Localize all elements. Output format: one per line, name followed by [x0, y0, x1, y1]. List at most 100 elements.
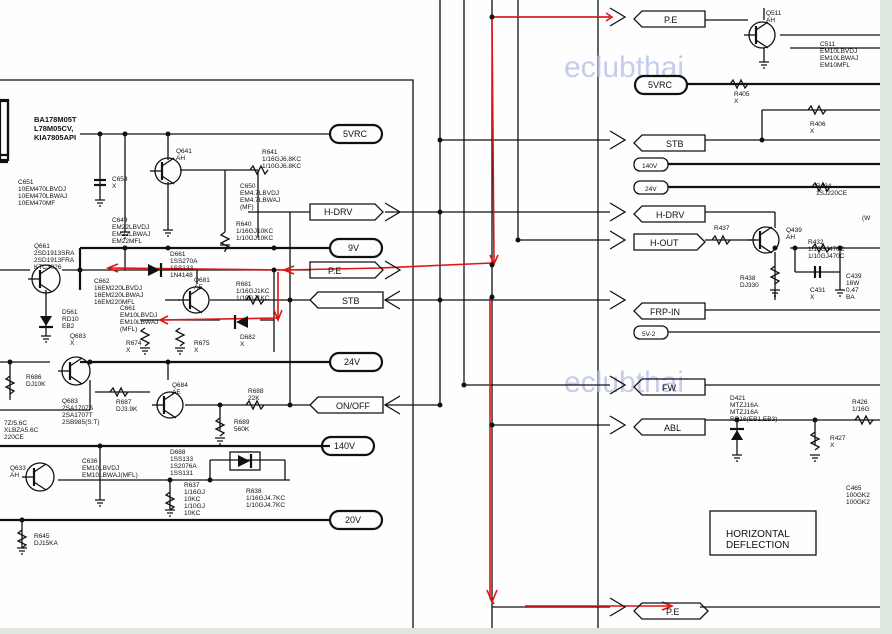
part-label-r434-1: 1SJ220CE	[816, 190, 848, 197]
part-label-c439-1: 16W	[846, 280, 860, 287]
part-label-d661-3: 1N4148	[170, 272, 193, 279]
part-label-left-misc-2: 220CE	[4, 434, 25, 441]
connector-5vrc-left-label: 5VRC	[343, 129, 368, 139]
diode-d421	[730, 427, 744, 440]
part-label-d661-0: D661	[170, 251, 186, 258]
part-label-c636-1: EM10LBVDJ	[82, 465, 119, 472]
part-label-d421-2: MTZJ16A	[730, 409, 759, 416]
part-label-r437-0: R437	[714, 225, 730, 232]
diode-d682	[233, 315, 248, 329]
part-label-q684-1: AE	[172, 389, 181, 396]
resistor-r434	[811, 181, 831, 193]
part-label-q683-top-0: Q683	[70, 333, 86, 340]
part-label-c431-1: X	[810, 294, 815, 301]
part-label-c650-3: (MF)	[240, 204, 254, 211]
part-label-r645-1: DJ15KA	[34, 540, 59, 547]
part-label-c662-0: C662	[94, 278, 110, 285]
connector-24v-right: 24V	[633, 180, 669, 195]
part-label-r681-2: 1/10GJ1KC	[236, 295, 270, 302]
part-label-q439-0: Q439	[786, 227, 802, 234]
part-label-r406-1: X	[810, 128, 815, 135]
ground-symbols	[17, 61, 845, 555]
part-label-c661-3: (MFL)	[120, 326, 137, 333]
part-label-d661-1: 1SS270A	[170, 258, 198, 265]
part-label-r638-0: R638	[246, 488, 262, 495]
connector-5v2-right-label: 5V-2	[642, 331, 656, 338]
part-label-q661-0: Q661	[34, 243, 50, 250]
connector-5vrc-right: 5VRC	[633, 74, 689, 96]
part-label-c439-2: 0.47	[846, 287, 859, 294]
part-label-q511-1: AH	[766, 17, 775, 24]
part-label-d688-0: D688	[170, 449, 186, 456]
red-trace-diode	[109, 267, 286, 271]
regulator-label: BA178M05T L78M05CV, KIA7805API	[0, 98, 77, 162]
diode-d688	[229, 451, 261, 471]
part-label-c662-1: 16EM220LBVDJ	[94, 285, 142, 292]
right-connectors: P.E 5VRC STB 140V 24V H-DRV H-OUT FRP-IN…	[609, 7, 709, 620]
connector-5vrc-right-label: 5VRC	[648, 80, 673, 90]
part-label-r405-1: X	[734, 98, 739, 105]
transistor-q511	[744, 21, 776, 49]
part-label-q633-0: Q633	[10, 465, 26, 472]
resistor-r432	[811, 242, 831, 254]
part-label-r674-0: R674	[126, 340, 142, 347]
part-label-c650-2: EM4.7LBWAJ	[240, 197, 280, 204]
connector-stb-left: STB	[309, 290, 401, 310]
part-label-r641-1: 1/16GJ6.8KC	[262, 156, 301, 163]
capacitor-c653	[94, 178, 106, 187]
connector-onoff-left-label: ON/OFF	[336, 401, 370, 411]
capacitor-c431	[813, 266, 822, 278]
part-label-r438-1: DJ330	[740, 282, 759, 289]
part-label-c439-3: BA	[846, 294, 855, 301]
transistor-q633	[22, 462, 55, 492]
zener-d561	[39, 316, 53, 329]
resistor-r437	[711, 234, 731, 246]
connector-pe-right-top-label: P.E	[664, 15, 677, 25]
part-label-c653-1: X	[112, 183, 117, 190]
connector-140v-right: 140V	[633, 157, 669, 172]
connector-frpin-right-label: FRP-IN	[650, 307, 680, 317]
part-label-c465-0: C465	[846, 485, 862, 492]
part-label-right-misc-0: (W	[862, 215, 871, 222]
connector-hout-right: H-OUT	[609, 230, 706, 251]
part-label-d661-2: 1SS133	[170, 265, 194, 272]
part-labels: Q641AHR6411/16GJ6.8KC1/10GJ6.8KCC653XC65…	[4, 10, 871, 547]
resistor-r641	[249, 164, 269, 176]
diode-d661	[148, 263, 163, 277]
connector-5vrc-left: 5VRC	[328, 123, 384, 145]
part-label-q641-1: AH	[176, 155, 185, 162]
part-label-r641-2: 1/10GJ6.8KC	[262, 163, 301, 170]
resistor-r687	[109, 386, 129, 398]
part-label-c650-0: C650	[240, 183, 256, 190]
part-label-r427-0: R427	[830, 435, 846, 442]
part-label-r637-4: 10KC	[184, 510, 201, 517]
regulator-line3: KIA7805API	[34, 133, 76, 142]
part-label-q684-0: Q684	[172, 382, 188, 389]
resistor-r426	[854, 414, 874, 426]
transistor-q439	[748, 226, 780, 254]
connector-pe-left: P.E	[309, 260, 402, 280]
part-label-r640-1: 1/16GJ10KC	[236, 228, 274, 235]
part-label-c651-2: 10EM470LBWAJ	[18, 193, 67, 200]
connector-hout-right-label: H-OUT	[650, 238, 679, 248]
part-label-r675-1: X	[194, 347, 199, 354]
transistor-q641	[150, 157, 182, 185]
part-label-c511-2: EM10LBWAJ	[820, 55, 858, 62]
resistor-r637	[164, 491, 176, 511]
part-label-c649-3: EM22MFL	[112, 238, 142, 245]
resistor-r427	[809, 431, 821, 451]
part-label-q681-1: AE	[194, 284, 203, 291]
connector-24v-right-label: 24V	[645, 186, 657, 193]
part-label-r640-0: R640	[236, 221, 252, 228]
part-label-c651-0: C651	[18, 179, 34, 186]
part-label-q683-2: 2SA1707T	[62, 412, 93, 419]
part-label-c636-2: EM10LBWAJ(MFL)	[82, 472, 138, 479]
part-label-q681-0: Q681	[194, 277, 210, 284]
part-label-r426-1: 1/16G	[852, 406, 870, 413]
connector-hdrv-left-label: H-DRV	[324, 207, 352, 217]
watermark-bottom: eclubthai	[564, 366, 684, 399]
left-connectors: 5VRC H-DRV 9V P.E STB 24V ON/OFF 140V 20…	[309, 123, 402, 531]
part-label-q683-3: 2SB985(S:T)	[62, 419, 100, 426]
part-label-q511-0: Q511	[766, 10, 782, 17]
